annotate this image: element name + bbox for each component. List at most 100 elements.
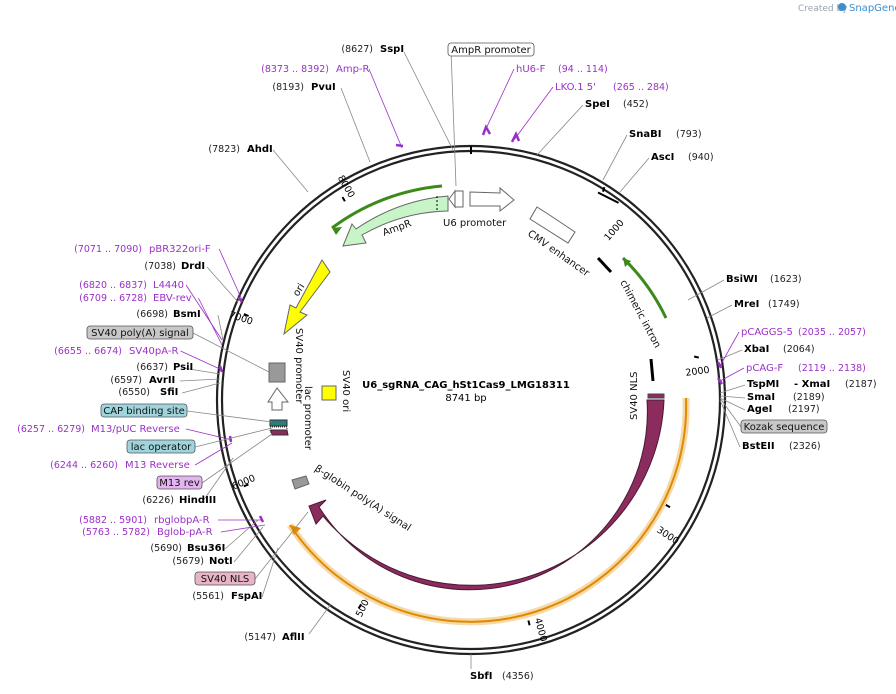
site-coord: (452) [623,99,649,110]
sv40-nls-box[interactable] [647,393,665,399]
primer-coord: (6709 .. 6728) [79,293,147,304]
sv40-polya-box[interactable] [268,362,286,383]
plasmid-name: U6_sgRNA_CAG_hSt1Cas9_LMG18311 [362,380,570,391]
site-coord: (6226) [142,495,174,506]
site-name[interactable]: AscI [651,152,674,163]
site-name[interactable]: - XmaI [794,379,830,390]
site-name[interactable]: FspAI [231,591,262,602]
ori-arrow[interactable] [283,259,331,336]
site-name[interactable]: SnaBI [629,129,661,140]
snapgene-logo[interactable]: Created by SnapGene [798,3,896,14]
feature-tag-text: CAP binding site [103,406,185,417]
site-name[interactable]: SpeI [585,99,610,110]
site-name[interactable]: BsiWI [726,274,758,285]
primer-coord: (6655 .. 6674) [54,346,122,357]
site-coord: (7823) [208,144,240,155]
primer-marker [395,143,404,148]
site-name[interactable]: Bsu36I [187,543,225,554]
feature-tag[interactable]: CAP binding site [100,403,188,418]
site-name[interactable]: TspMI [747,379,779,390]
feature-tag-text: M13 rev [159,478,200,489]
site-name[interactable]: SmaI [747,392,775,403]
cmv-enhancer-box[interactable] [529,206,576,244]
primer-marker [510,131,521,143]
site-name[interactable]: SbfI [470,671,492,682]
primer-marker [228,435,233,443]
sv40-ori-label: SV40 ori [340,370,351,412]
feature-tag[interactable]: M13 rev [156,475,203,490]
site-name[interactable]: AvrII [149,375,175,386]
site-name[interactable]: PvuI [311,82,336,93]
logo-brand: SnapGene [849,3,896,14]
lac-box-a[interactable] [269,419,288,427]
features: AmpR ori U6 promoter CMV enhancer chimer… [267,184,690,626]
site-coord: (5147) [244,632,276,643]
site-name[interactable]: PsiI [173,362,193,373]
site-coord: (2189) [793,392,825,403]
primer-coord: (2035 .. 2057) [798,327,866,338]
site-coord: (940) [688,152,714,163]
site-coord: (5690) [150,543,182,554]
feature-tag[interactable]: SV40 NLS [194,571,256,586]
sv40-ori-box[interactable] [321,385,337,401]
primer-name[interactable]: Bglob-pA-R [157,527,213,538]
site-coord: (4356) [502,671,534,682]
primer-name[interactable]: pCAG-F [746,363,783,374]
primer-name[interactable]: rbglobpA-R [154,515,210,526]
feature-tag[interactable]: SV40 poly(A) signal [86,325,194,340]
primer-coord: (2119 .. 2138) [798,363,866,374]
snapgene-icon [838,3,846,11]
site-name[interactable]: SfiI [160,387,178,398]
site-name[interactable]: SspI [380,44,404,55]
primer-marker [237,296,243,303]
feature-tag[interactable]: Kozak sequence [740,419,828,434]
site-name[interactable]: DrdI [181,261,205,272]
primer-name[interactable]: hU6-F [516,64,546,75]
primer-marker [716,377,724,385]
logo-credit: Created by [798,4,848,14]
plasmid-size: 8741 bp [445,393,486,404]
lac-box-c[interactable] [270,429,289,436]
primer-name[interactable]: L4440 [153,280,184,291]
site-name[interactable]: AflII [282,632,305,643]
primer-name[interactable]: Amp-R [336,64,370,75]
sv40-promoter-arrow[interactable] [267,387,290,411]
site-name[interactable]: MreI [734,299,759,310]
site-name[interactable]: BstEII [742,441,775,452]
feature-tag[interactable]: lac operator [126,439,196,454]
site-name[interactable]: NotI [209,556,233,567]
site-name[interactable]: AhdI [247,144,273,155]
ampr-arrow[interactable] [342,195,449,247]
primer-marker [218,365,224,373]
primer-name[interactable]: pCAGGS-5 [741,327,793,338]
site-coord: (6698) [136,309,168,320]
ruler-tick-label: 2000 [685,365,710,379]
bglobin-box[interactable] [291,475,310,490]
primer-name[interactable]: SV40pA-R [129,346,178,357]
primer-coord: (94 .. 114) [558,64,608,75]
ruler-tick-label: 4000 [532,617,549,643]
primer-coord: (6257 .. 6279) [17,424,85,435]
primer-name[interactable]: pBR322ori-F [149,244,211,255]
site-coord: (2187) [845,379,877,390]
feature-tag[interactable]: AmpR promoter [447,42,535,57]
feature-tag-text: AmpR promoter [451,45,531,56]
site-name[interactable]: AgeI [747,404,772,415]
primer-name[interactable]: M13/pUC Reverse [91,424,180,435]
primer-name[interactable]: M13 Reverse [125,460,190,471]
primer-name[interactable]: EBV-rev [153,293,192,304]
feature-tag-text: SV40 NLS [201,574,250,585]
site-name[interactable]: BsmI [173,309,201,320]
u6-promoter-arrow[interactable] [469,186,515,213]
site-name[interactable]: HindIII [179,495,216,506]
primer-name[interactable]: LKO.1 5' [555,82,596,93]
site-coord: (2064) [783,344,815,355]
ruler-tick-label: 3000 [654,525,680,548]
site-name[interactable]: XbaI [744,344,769,355]
site-coord: (6637) [136,362,168,373]
site-coord: (2326) [789,441,821,452]
u6-promoter-box[interactable] [448,189,464,209]
sv40-promoter-label: SV40 promoter [293,328,304,404]
st1cas9-arrow[interactable] [308,399,665,591]
site-coord: (793) [676,129,702,140]
